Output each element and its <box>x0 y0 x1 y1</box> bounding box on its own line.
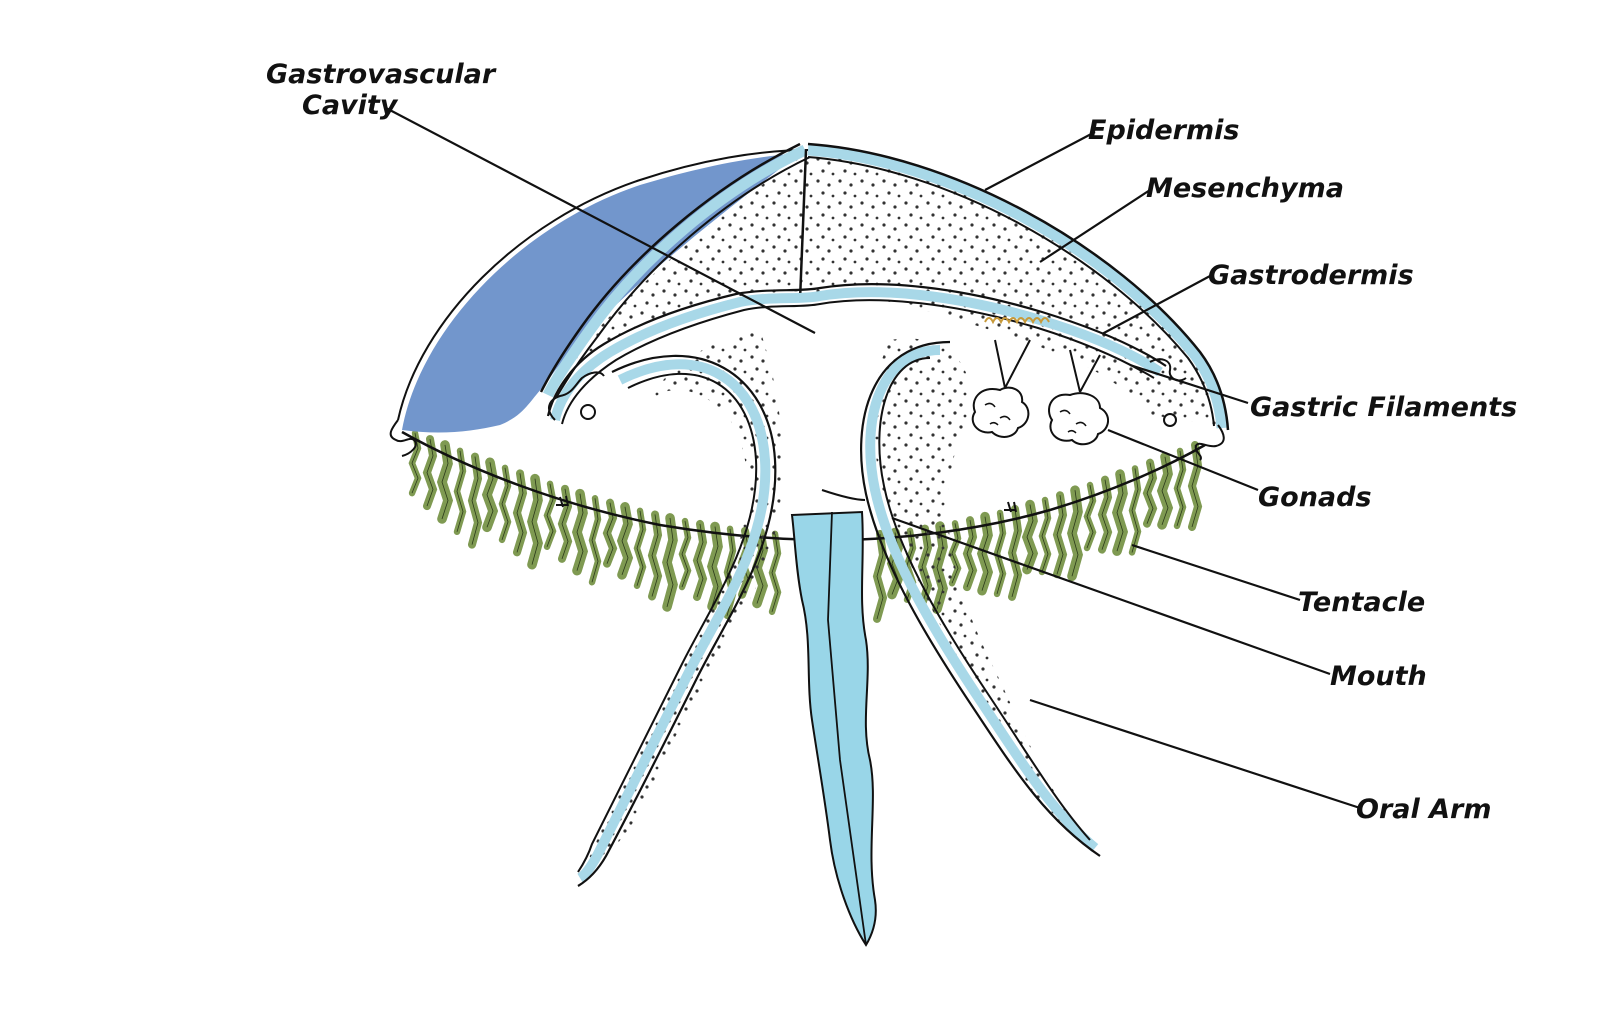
leader-oral-arm <box>1029 698 1361 810</box>
leader-mesenchyma <box>1039 189 1151 263</box>
tentacle-outline <box>1011 508 1019 597</box>
leader-gonads <box>1107 428 1259 492</box>
gastrodermis-band <box>550 287 1163 422</box>
tentacle-outline <box>681 520 689 588</box>
oral-arm-right-inner <box>878 357 1091 841</box>
rhopalium-right <box>1004 501 1017 513</box>
leader-tentacle <box>1131 543 1301 602</box>
label-mesenchyma: Mesenchyma <box>1146 173 1344 204</box>
oral-arm-right-fill <box>873 338 1090 845</box>
tentacle-outline <box>1131 468 1139 553</box>
left-canal-end <box>548 371 605 421</box>
label-mouth: Mouth <box>1330 661 1427 692</box>
tentacle-outline <box>1116 474 1124 552</box>
tentacle-outline <box>1161 456 1169 525</box>
gastrodermis-outline-inner <box>561 299 1155 425</box>
leader-epidermis <box>984 131 1096 191</box>
oral-arm-left-band <box>577 359 771 883</box>
label-oral-arm: Oral Arm <box>1356 794 1492 825</box>
leader-mouth <box>891 516 1331 676</box>
tentacle-outline <box>591 498 599 583</box>
manubrium-center-line <box>827 511 867 946</box>
label-tentacle: Tentacle <box>1298 587 1425 618</box>
epidermis-band <box>807 144 1228 429</box>
right-rim-notch <box>1194 424 1225 461</box>
label-gastric-filaments: Gastric Filaments <box>1250 392 1517 423</box>
tentacle-outline <box>636 510 644 586</box>
epidermis-outline-outer <box>807 142 1230 431</box>
rhopalium-left <box>556 495 569 508</box>
tentacle-outline <box>771 533 779 612</box>
label-gastrovascular: Gastrovascular <box>266 59 497 90</box>
manubrium <box>790 510 877 947</box>
oral-arm-left-inner <box>577 372 758 873</box>
bell-outer-edge <box>397 149 811 421</box>
tentacle-outline <box>486 462 494 528</box>
tentacle-outline <box>666 517 674 608</box>
tentacle-outline <box>1056 495 1064 575</box>
tentacle-outline <box>441 444 449 520</box>
tentacle-outline <box>471 456 479 545</box>
tentacle-outline <box>1071 490 1079 577</box>
leader-gastrodermis <box>1101 275 1211 335</box>
tentacle-outline <box>1191 444 1199 528</box>
label-gonads: Gonads <box>1258 482 1372 513</box>
gastrovascular-shaded-region <box>402 153 800 433</box>
tentacle-outline <box>651 514 659 597</box>
tentacle-outline <box>711 526 719 607</box>
mouth-opening <box>821 489 866 501</box>
left-rim-notch <box>389 419 417 457</box>
epidermis-left-inner <box>555 156 811 399</box>
left-gonad-pocket <box>580 404 596 420</box>
tentacle-outline <box>426 439 434 507</box>
tentacle-outline <box>456 450 464 532</box>
tentacle-outline <box>411 433 419 494</box>
right-gonad-pocket <box>1163 413 1177 427</box>
label-gastrodermis: Gastrodermis <box>1208 260 1414 291</box>
oral-arm-right-band <box>865 345 1099 852</box>
tentacle-outline <box>966 520 974 588</box>
oral-arm-right-outer <box>860 340 1101 857</box>
radial-canal <box>798 149 808 301</box>
tentacle-outline <box>876 533 884 620</box>
tentacle-outline <box>546 483 554 547</box>
gastric-filaments-squiggle <box>984 317 1050 325</box>
gonad-right <box>1048 349 1109 446</box>
oral-arm-left-fill <box>580 330 783 875</box>
tentacle-outline <box>981 516 989 591</box>
gonad-left <box>971 339 1031 438</box>
label-epidermis: Epidermis <box>1088 115 1239 146</box>
leader-gastric-filaments <box>1129 363 1249 405</box>
epidermis-band-left <box>543 145 808 398</box>
tentacle-outline <box>696 523 704 598</box>
label-cavity: Cavity <box>302 90 399 121</box>
tentacle-outline <box>996 512 1004 595</box>
epidermis-left-outer <box>539 142 801 393</box>
leader-lines <box>385 107 1361 810</box>
oral-arm-left-outer <box>577 354 777 887</box>
tentacle-outline <box>1176 450 1184 527</box>
leader-gastrovascular <box>385 107 816 334</box>
gastrodermis-outline-outer <box>546 283 1167 417</box>
